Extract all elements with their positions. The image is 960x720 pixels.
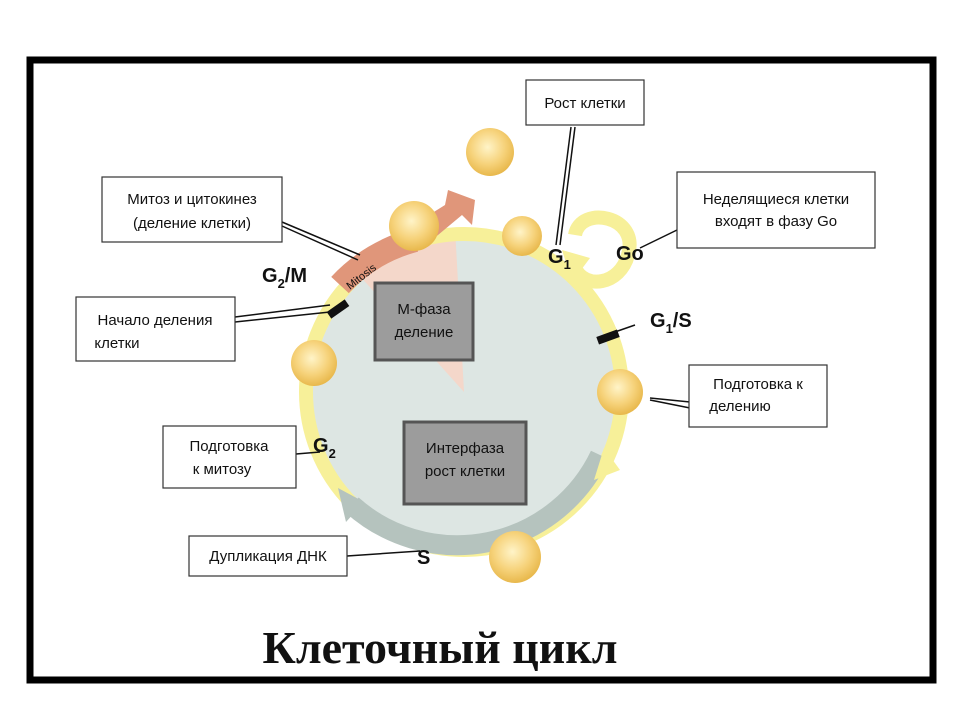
cell-image: [466, 128, 514, 176]
interphase-line1: Интерфаза: [426, 440, 505, 457]
go-loop-arrowhead: [562, 250, 590, 282]
s-phase-arrowhead: [338, 488, 364, 522]
cell-image: [489, 531, 541, 583]
phase-g2-label: G2: [313, 435, 336, 461]
callout-nondividing-box: [676, 171, 876, 249]
callout-mitosis-line1: Митоз и цитокинез: [127, 191, 257, 208]
m-phase-line1: М-фаза: [397, 301, 451, 318]
checkpoint-g1s-bar: [596, 329, 620, 345]
phase-g2m-label: G2/M: [262, 265, 307, 291]
checkpoint-g2m-bar: [326, 299, 350, 319]
callout-growth-box: [525, 79, 645, 126]
m-phase-box: [373, 281, 475, 362]
callout-division-start-line1: Начало деления: [98, 312, 213, 329]
callout-division-start-box: [75, 296, 236, 362]
callout-mitosis-line2: (деление клетки): [133, 215, 251, 232]
callout-connectors: [234, 126, 691, 557]
phase-g1-label: G1: [548, 246, 571, 272]
interphase-box: [402, 420, 528, 506]
callout-prep-mitosis-line2: к митозу: [193, 461, 252, 478]
phase-s-label: S: [417, 547, 430, 569]
callout-prep-division-line1: Подготовка к: [713, 376, 803, 393]
m-phase-line2: деление: [395, 324, 454, 341]
callout-dna-dup-box: [188, 535, 348, 577]
callout-prep-division-box: [688, 364, 828, 428]
phase-g1s-label: G1/S: [650, 310, 692, 336]
go-loop: [568, 210, 637, 289]
cell-image: [502, 216, 542, 256]
callout-prep-mitosis-box: [162, 425, 297, 489]
cell-image: [291, 340, 337, 386]
cell-image: [389, 201, 439, 251]
slide-title: Клеточный цикл: [262, 622, 617, 673]
s-phase-arrow: [345, 450, 610, 556]
callout-dna-dup-text: Дупликация ДНК: [209, 548, 327, 565]
interphase-line2: рост клетки: [425, 463, 505, 480]
right-arrowhead: [594, 448, 620, 480]
callout-mitosis-box: [101, 176, 283, 243]
callout-nondividing-line2: входят в фазу Go: [715, 213, 837, 230]
cell-image: [597, 369, 643, 415]
callout-growth-text: Рост клетки: [544, 95, 625, 112]
callout-prep-mitosis-line1: Подготовка: [190, 438, 270, 455]
callout-prep-division-line2: делению: [709, 398, 771, 415]
callout-nondividing-line1: Неделящиеся клетки: [703, 191, 849, 208]
phase-go-label: Go: [616, 243, 644, 265]
callout-division-start-line2: клетки: [94, 335, 139, 352]
